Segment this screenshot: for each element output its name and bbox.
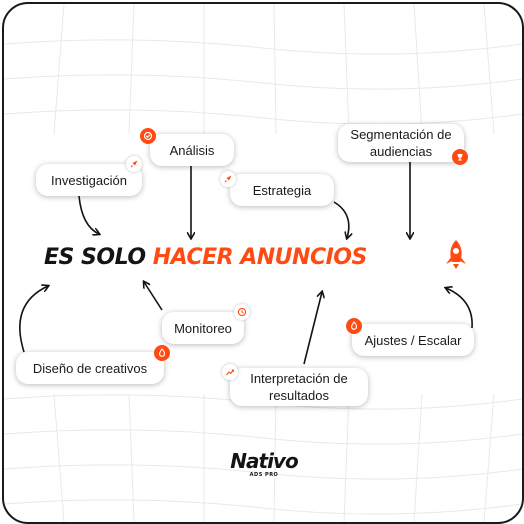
segmentacion-label-line1: Segmentación de xyxy=(350,127,452,142)
interpretacion-pill: Interpretación de resultados xyxy=(230,368,368,406)
check-badge-icon xyxy=(140,128,156,144)
ajustes-label: Ajustes / Escalar xyxy=(364,332,462,348)
segmentacion-pill: Segmentación de audiencias xyxy=(338,124,464,162)
diseno-pill: Diseño de creativos xyxy=(16,352,164,384)
logo-tagline: ADS PRO xyxy=(249,472,279,478)
logo-name: Nativo xyxy=(230,449,298,473)
headline-part1: ES SOLO xyxy=(44,245,146,270)
monitoreo-pill: Monitoreo xyxy=(162,312,244,344)
rocket-icon xyxy=(126,156,142,172)
segmentacion-label-line2: audiencias xyxy=(369,144,433,159)
estrategia-pill: Estrategia xyxy=(230,174,334,206)
flow-arrows xyxy=(19,162,473,365)
headline-part2: HACER ANUNCIOS xyxy=(152,245,368,270)
estrategia-label: Estrategia xyxy=(252,182,312,198)
chart-icon xyxy=(222,364,238,380)
rocket-icon xyxy=(220,171,236,187)
arrow-estrategia xyxy=(333,201,349,238)
monitoreo-label: Monitoreo xyxy=(174,320,232,336)
headline: ES SOLO HACER ANUNCIOS xyxy=(44,245,464,285)
ajustes-pill: Ajustes / Escalar xyxy=(352,324,474,356)
investigacion-label: Investigación xyxy=(51,172,127,188)
arrow-interpretacion xyxy=(303,292,322,365)
analisis-pill: Análisis xyxy=(150,134,234,166)
interpretacion-label-line1: Interpretación de xyxy=(250,371,348,386)
arrow-investigacion xyxy=(78,195,99,234)
investigacion-pill: Investigación xyxy=(36,164,142,196)
background-grid xyxy=(4,4,522,522)
flame-icon xyxy=(346,318,362,334)
nativo-logo: Nativo ADS PRO xyxy=(224,450,304,494)
trophy-icon xyxy=(452,149,468,165)
interpretacion-label-line2: resultados xyxy=(269,388,329,403)
diseno-label: Diseño de creativos xyxy=(32,360,148,376)
analisis-label: Análisis xyxy=(169,142,215,158)
flame-icon xyxy=(154,345,170,361)
arrow-ajustes xyxy=(446,288,473,329)
headline-rocket-icon xyxy=(440,238,472,270)
clock-icon xyxy=(234,304,250,320)
arrow-diseno xyxy=(19,286,48,353)
arrow-monitoreo xyxy=(144,282,163,311)
